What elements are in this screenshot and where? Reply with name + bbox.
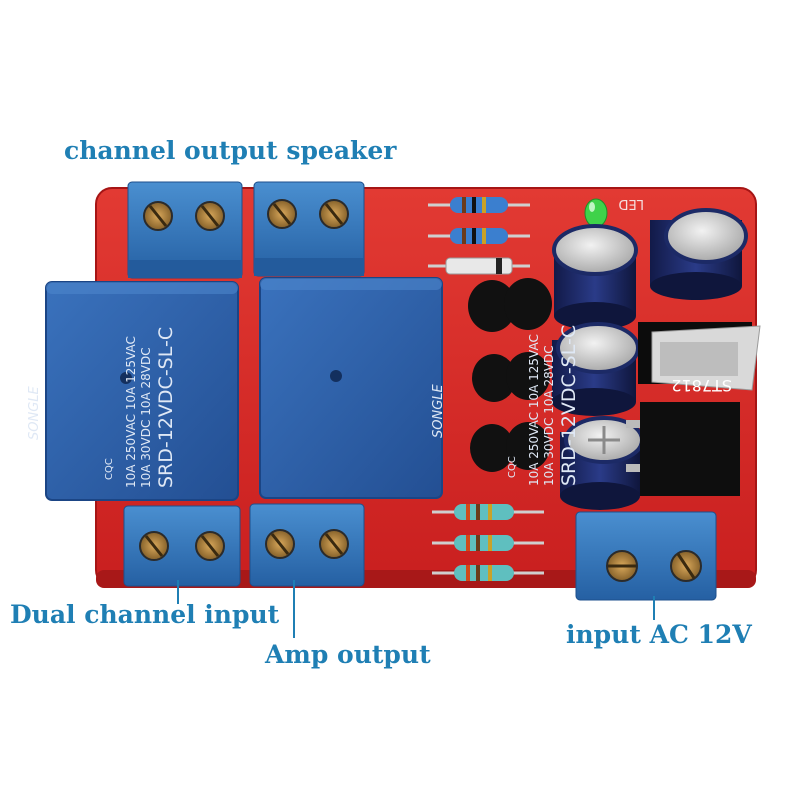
transistor <box>506 422 550 470</box>
terminal-block-power <box>575 511 717 601</box>
resistor <box>432 565 544 581</box>
resistor <box>432 535 544 551</box>
transistor <box>504 278 552 330</box>
regulator-silkscreen: ST7812 <box>671 376 732 395</box>
terminal-block-bottom-middle <box>249 503 365 587</box>
terminal-block-top-right <box>253 181 365 277</box>
relay-rating-1: 10A 250VAC 10A 125VAC <box>124 336 138 488</box>
label-amp-output: Amp output <box>265 640 431 669</box>
resistor-row-top <box>428 197 530 275</box>
terminal-block-top-left <box>127 181 243 279</box>
transistor <box>472 354 516 402</box>
transistor <box>506 352 550 400</box>
capacitor <box>650 208 748 300</box>
relay-brand: SONGLE <box>27 385 42 440</box>
resistor <box>432 504 544 520</box>
transistor <box>470 424 514 472</box>
label-channel-output-speaker: channel output speaker <box>64 136 397 165</box>
bridge-rectifier <box>626 402 740 496</box>
resistor <box>428 197 530 213</box>
transistor <box>468 280 516 332</box>
voltage-regulator <box>638 322 761 391</box>
capacitor <box>552 224 638 330</box>
relay-cqc: CQC <box>507 456 518 478</box>
relay-rating-2: 10A 30VDC 10A 28VDC <box>139 347 153 488</box>
led <box>584 198 608 228</box>
label-dual-channel-input: Dual channel input <box>10 600 280 629</box>
resistor-row-bottom <box>432 504 544 581</box>
relay-model: SRD-12VDC-SL-C <box>155 327 177 488</box>
label-input-ac: input AC 12V <box>566 620 752 649</box>
relay-left: SONGLE 10A 250VAC 10A 125VAC 10A 30VDC 1… <box>27 281 239 501</box>
transistor-group <box>468 278 552 472</box>
relay-cqc: CQC <box>104 458 115 480</box>
resistor <box>428 228 530 244</box>
capacitor <box>560 416 644 510</box>
terminal-block-bottom-left <box>123 505 241 587</box>
diode <box>428 257 530 275</box>
relay-right: SONGLE 10A 250VAC 10A 125VAC 10A 30VDC 1… <box>259 277 580 499</box>
pointer-lines <box>177 580 655 638</box>
relay-model: SRD-12VDC-SL-C <box>558 325 580 486</box>
relay-rating-1: 10A 250VAC 10A 125VAC <box>527 334 541 486</box>
led-silkscreen: LED <box>619 196 644 211</box>
relay-brand: SONGLE <box>431 383 446 438</box>
relay-rating-2: 10A 30VDC 10A 28VDC <box>542 345 556 486</box>
